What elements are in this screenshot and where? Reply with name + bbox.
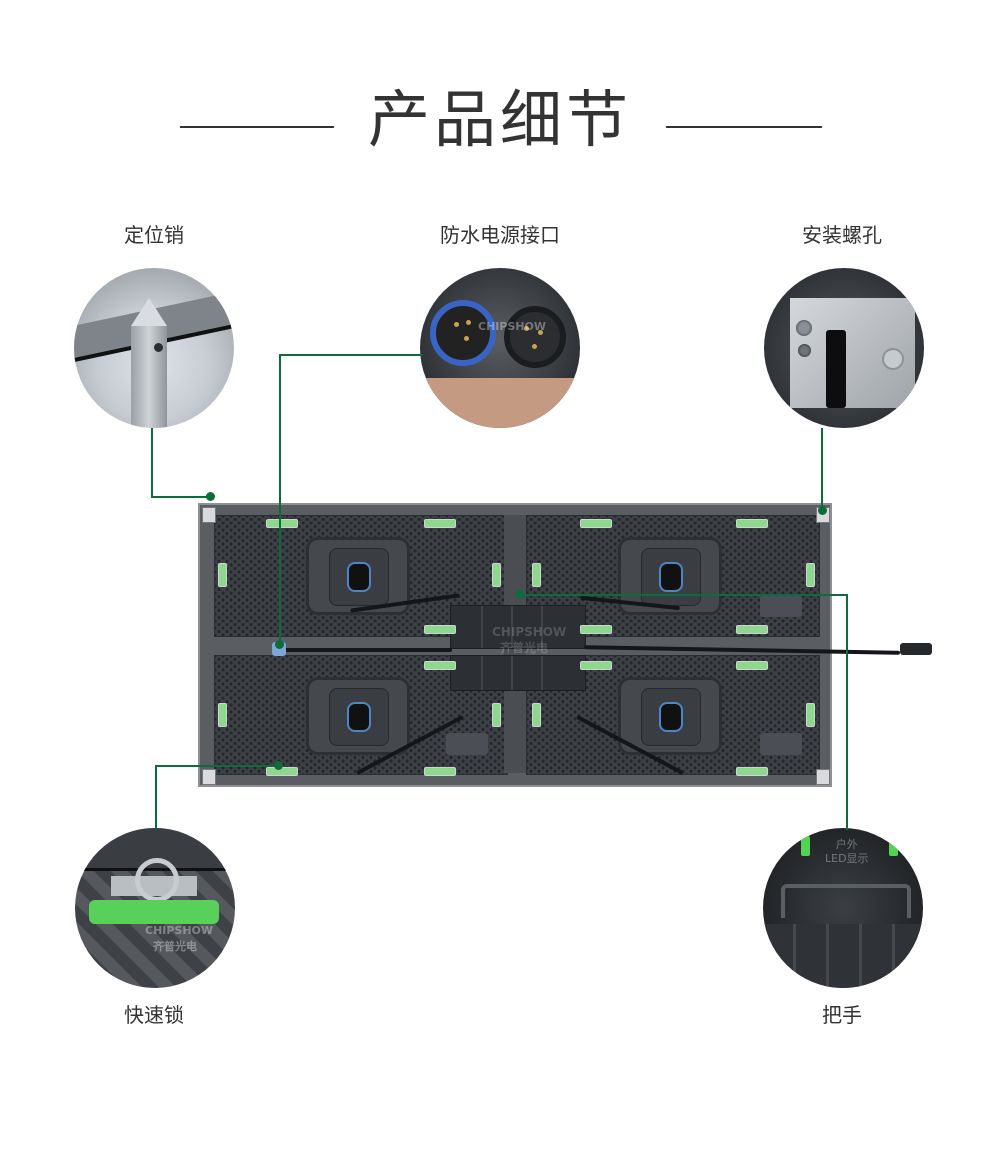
leader-line-locating-pin-h	[151, 496, 211, 498]
power-photo-watermark: CHIPSHOW	[478, 320, 547, 333]
leader-dot-mounting-hole	[818, 506, 827, 515]
main-cable-right	[583, 645, 901, 655]
lock-photo-watermark-cn: 齐普光电	[153, 940, 197, 953]
quick-lock-clip	[266, 767, 298, 776]
locating-pin-photo	[74, 268, 234, 428]
leader-line-power-port-v	[279, 354, 281, 644]
leader-line-handle-h	[518, 594, 848, 596]
power-hub-upper	[450, 605, 586, 649]
leader-dot-power-port	[275, 640, 284, 649]
feature-label-power-port: 防水电源接口	[440, 223, 560, 247]
vent-top-right	[760, 595, 802, 617]
leader-line-locating-pin	[151, 428, 153, 498]
vent-bottom-center	[446, 733, 488, 755]
cable-end-plug	[900, 643, 932, 655]
led-cabinet-rear-view: CHIPSHOW 齐普光电	[198, 503, 932, 787]
leader-dot-locating-pin	[206, 492, 215, 501]
leader-dot-handle	[515, 590, 524, 599]
leader-line-handle-v	[846, 594, 848, 830]
vent-bottom-right	[760, 733, 802, 755]
leader-line-quick-lock-v	[155, 765, 157, 829]
power-socket-top-left	[306, 537, 410, 615]
panel-watermark-en: CHIPSHOW	[492, 625, 567, 639]
lock-photo-watermark-en: CHIPSHOW	[145, 924, 214, 937]
feature-label-locating-pin: 定位销	[124, 223, 184, 247]
handle-photo-text-2: LED显示	[825, 852, 869, 865]
panel-watermark-cn: 齐普光电	[500, 641, 549, 655]
corner-locating-pin	[202, 507, 216, 523]
handle-photo-text-1: 户外	[835, 838, 858, 851]
leader-line-power-port-h	[279, 354, 423, 356]
main-cable-left	[280, 648, 452, 652]
leader-dot-quick-lock	[274, 761, 283, 770]
power-port-photo: CHIPSHOW	[420, 268, 580, 428]
title-divider-right	[666, 126, 822, 128]
quick-lock-photo: CHIPSHOW 齐普光电	[75, 828, 235, 988]
feature-label-handle: 把手	[822, 1003, 862, 1027]
mounting-hole-photo	[764, 268, 924, 428]
power-hub-lower	[450, 655, 586, 691]
power-socket-bottom-right	[618, 677, 722, 755]
power-socket-bottom-left	[306, 677, 410, 755]
leader-line-mounting-hole	[821, 428, 823, 510]
leader-line-quick-lock-h	[155, 765, 279, 767]
feature-label-quick-lock: 快速锁	[124, 1003, 184, 1027]
handle-photo: 户外 LED显示	[763, 828, 923, 988]
page-title: 产品细节	[367, 83, 632, 156]
feature-label-mounting-hole: 安装螺孔	[802, 223, 882, 247]
title-divider-left	[180, 126, 334, 128]
